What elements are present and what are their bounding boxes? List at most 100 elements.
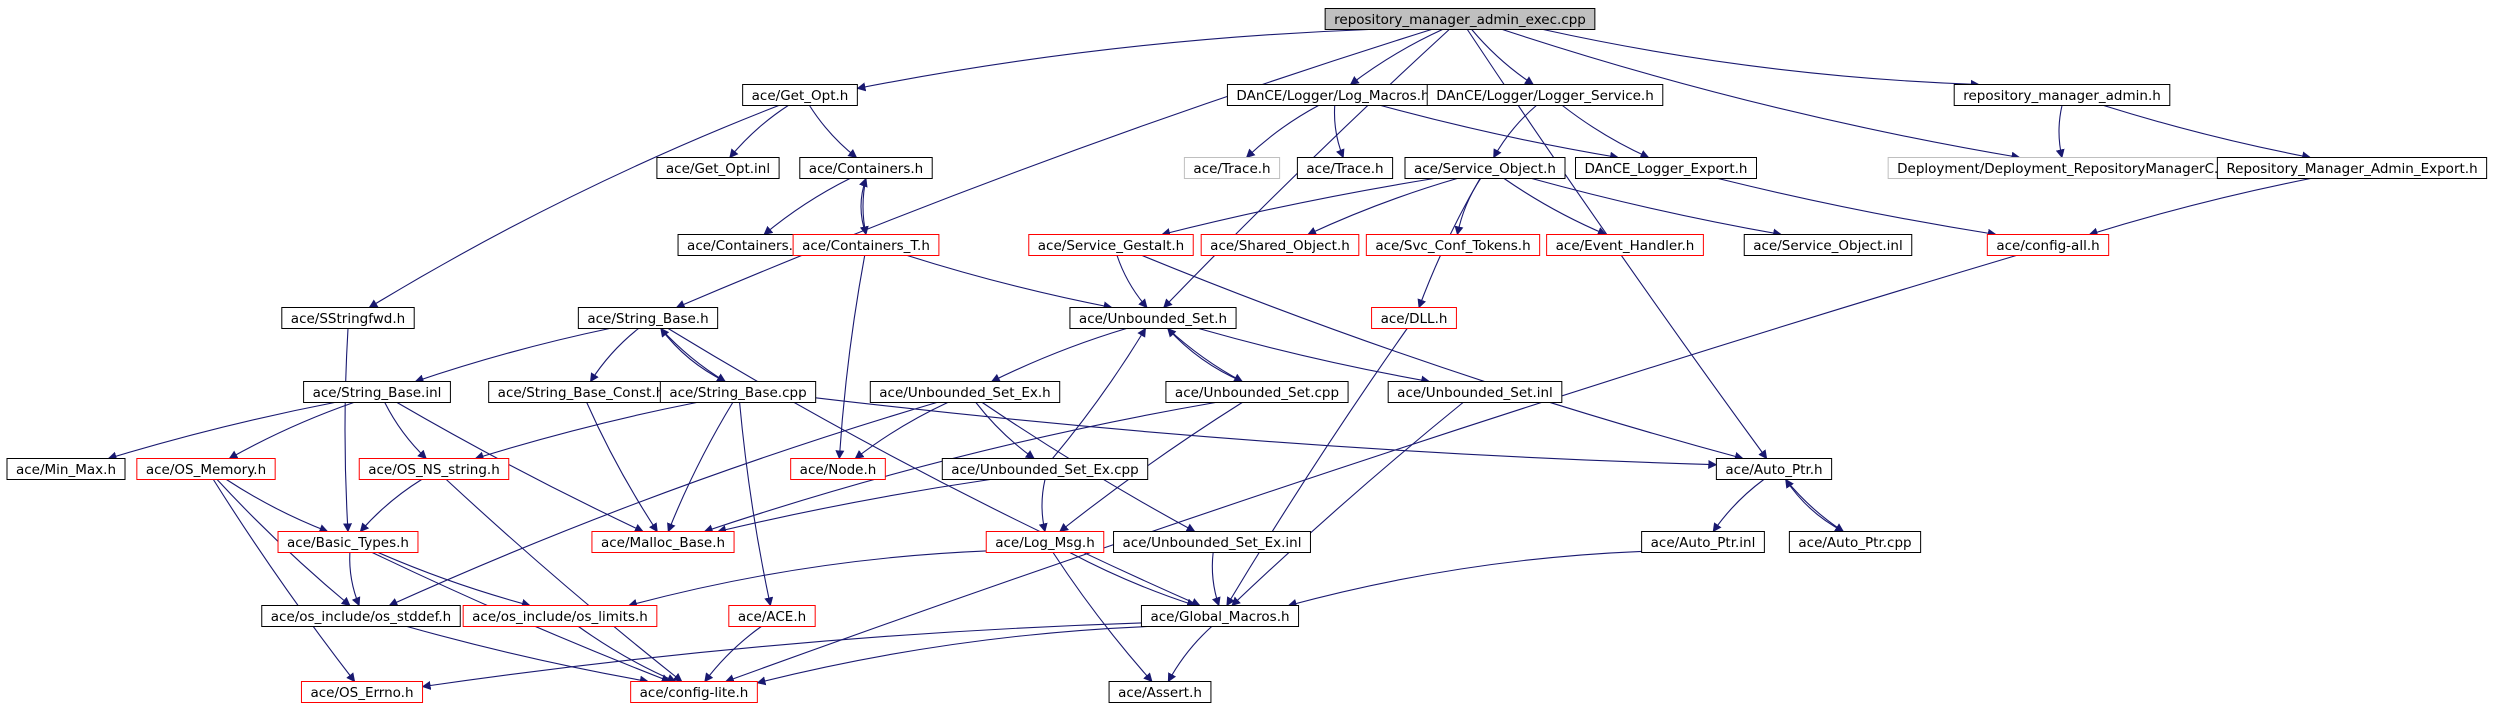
dependency-edge: [107, 401, 335, 461]
node-label: Repository_Manager_Admin_Export.h: [2226, 161, 2477, 177]
node-label: ace/Auto_Ptr.cpp: [1798, 535, 1911, 551]
graph-node-containers-inl[interactable]: ace/Containers.inl: [677, 234, 819, 256]
node-box: [577, 307, 719, 329]
graph-node-mallocbase-h[interactable]: ace/Malloc_Base.h: [591, 531, 735, 553]
graph-node-node-h[interactable]: ace/Node.h: [790, 458, 886, 480]
graph-node-logmsg-h[interactable]: ace/Log_Msg.h: [985, 531, 1105, 553]
graph-node-sharedobject-h[interactable]: ace/Shared_Object.h: [1200, 234, 1360, 256]
graph-node-dll-h[interactable]: ace/DLL.h: [1371, 307, 1457, 329]
graph-node-configall-h[interactable]: ace/config-all.h: [1986, 234, 2110, 256]
node-box: [1743, 234, 1913, 256]
dependency-edge: [703, 401, 1216, 534]
dependency-edge: [1503, 178, 1607, 236]
graph-node-autoptr-inl[interactable]: ace/Auto_Ptr.inl: [1641, 531, 1765, 553]
graph-node-unboundedset-cpp[interactable]: ace/Unbounded_Set.cpp: [1165, 381, 1349, 403]
dependency-edge: [1712, 479, 1765, 533]
dependency-edge: [856, 28, 1369, 92]
dependency-edge: [359, 479, 422, 533]
graph-node-unboundedsetex-h[interactable]: ace/Unbounded_Set_Ex.h: [869, 381, 1061, 403]
graph-node-loggerexport-h[interactable]: DAnCE_Logger_Export.h: [1575, 157, 1757, 179]
graph-node-stringbase-h[interactable]: ace/String_Base.h: [577, 307, 719, 329]
graph-node-rma-h[interactable]: repository_manager_admin.h: [1953, 84, 2171, 106]
dependency-edge: [590, 328, 639, 383]
graph-node-stringbase-inl[interactable]: ace/String_Base.inl: [303, 381, 451, 403]
dependency-edge: [1349, 28, 1443, 86]
node-box: [1575, 157, 1757, 179]
graph-node-assert-h[interactable]: ace/Assert.h: [1108, 681, 1212, 703]
node-box: [1165, 381, 1349, 403]
graph-node-logmacros-h[interactable]: DAnCE/Logger/Log_Macros.h: [1226, 84, 1440, 106]
dependency-edge: [763, 178, 851, 236]
node-box: [1183, 157, 1281, 179]
graph-node-minmax-h[interactable]: ace/Min_Max.h: [6, 458, 126, 480]
graph-node-trace-gray[interactable]: ace/Trace.h: [1183, 157, 1281, 179]
dependency-edge: [1198, 327, 1431, 385]
graph-node-serviceobject-inl[interactable]: ace/Service_Object.inl: [1743, 234, 1913, 256]
dependency-edge: [1052, 327, 1146, 459]
node-box: [790, 458, 886, 480]
dependency-edge: [1211, 552, 1221, 607]
graph-node-getopt-inl[interactable]: ace/Get_Opt.inl: [656, 157, 780, 179]
graph-node-stringbaseconst-h[interactable]: ace/String_Base_Const.h: [488, 381, 674, 403]
graph-node-oslimits-h[interactable]: ace/os_include/os_limits.h: [462, 605, 658, 627]
graph-node-containers-t[interactable]: ace/Containers_T.h: [792, 234, 940, 256]
graph-node-osnsstring-h[interactable]: ace/OS_NS_string.h: [358, 458, 510, 480]
graph-node-eventhandler-h[interactable]: ace/Event_Handler.h: [1546, 234, 1704, 256]
graph-node-basictypes-h[interactable]: ace/Basic_Types.h: [277, 531, 419, 553]
graph-node-servicegestalt-h[interactable]: ace/Service_Gestalt.h: [1028, 234, 1194, 256]
graph-node-svcconf-h[interactable]: ace/Svc_Conf_Tokens.h: [1365, 234, 1541, 256]
node-label: ace/Unbounded_Set.h: [1079, 311, 1227, 327]
graph-node-autoptr-h[interactable]: ace/Auto_Ptr.h: [1715, 458, 1833, 480]
node-box: [1715, 458, 1833, 480]
dependency-edge: [667, 328, 1201, 607]
node-label: ace/Node.h: [800, 462, 877, 478]
node-label: ace/Unbounded_Set_Ex.h: [879, 385, 1050, 401]
dependency-edge: [414, 327, 610, 384]
dependency-edge: [1069, 552, 1197, 608]
graph-node-deployment-h[interactable]: Deployment/Deployment_RepositoryManagerC…: [1887, 157, 2237, 179]
dependency-edge: [756, 625, 1148, 686]
graph-node-autoptr-cpp[interactable]: ace/Auto_Ptr.cpp: [1788, 531, 1922, 553]
node-box: [1546, 234, 1704, 256]
node-box: [1986, 234, 2110, 256]
graph-node-osmemory-h[interactable]: ace/OS_Memory.h: [136, 458, 276, 480]
graph-node-root[interactable]: repository_manager_admin_exec.cpp: [1324, 8, 1596, 30]
dependency-edge: [1141, 254, 1744, 461]
dependency-edge: [717, 478, 991, 535]
graph-node-unboundedsetex-cpp[interactable]: ace/Unbounded_Set_Ex.cpp: [941, 458, 1149, 480]
graph-node-osstddef-h[interactable]: ace/os_include/os_stddef.h: [261, 605, 461, 627]
node-label: ace/Service_Object.h: [1414, 161, 1556, 177]
dependency-edge: [660, 327, 726, 382]
graph-node-rmaexport-h[interactable]: Repository_Manager_Admin_Export.h: [2216, 157, 2488, 179]
graph-node-oserrno-h[interactable]: ace/OS_Errno.h: [300, 681, 424, 703]
graph-node-ace-h[interactable]: ace/ACE.h: [728, 605, 816, 627]
graph-node-globalmacros-h[interactable]: ace/Global_Macros.h: [1140, 605, 1300, 627]
dependency-edge: [809, 105, 858, 159]
graph-node-stringbase-cpp[interactable]: ace/String_Base.cpp: [659, 381, 817, 403]
dependency-edge: [226, 479, 329, 533]
node-box: [462, 605, 658, 627]
graph-node-containers-h[interactable]: ace/Containers.h: [799, 157, 933, 179]
node-box: [1113, 531, 1311, 553]
graph-node-configlite-h[interactable]: ace/config-lite.h: [630, 681, 758, 703]
node-box: [1296, 157, 1394, 179]
node-box: [659, 381, 817, 403]
graph-node-trace-h[interactable]: ace/Trace.h: [1296, 157, 1394, 179]
node-box: [591, 531, 735, 553]
dependency-edge: [1543, 28, 1980, 89]
node-box: [941, 458, 1149, 480]
node-label: ace/Assert.h: [1118, 685, 1202, 701]
dependency-edge: [835, 255, 866, 460]
graph-node-serviceobject-h[interactable]: ace/Service_Object.h: [1404, 157, 1566, 179]
graph-node-unboundedset-inl[interactable]: ace/Unbounded_Set.inl: [1387, 381, 1563, 403]
node-label: ace/Svc_Conf_Tokens.h: [1375, 238, 1530, 254]
graph-node-unboundedsetex-inl[interactable]: ace/Unbounded_Set_Ex.inl: [1113, 531, 1311, 553]
node-label: ace/String_Base.cpp: [669, 385, 806, 401]
graph-node-getopt-h[interactable]: ace/Get_Opt.h: [742, 84, 858, 106]
dependency-edge: [406, 625, 649, 685]
graph-node-unboundedset-h[interactable]: ace/Unbounded_Set.h: [1069, 307, 1237, 329]
graph-node-sstringfwd-h[interactable]: ace/SStringfwd.h: [281, 307, 415, 329]
graph-node-loggerservice-h[interactable]: DAnCE/Logger/Logger_Service.h: [1426, 84, 1664, 106]
dependency-edge: [1454, 178, 1482, 236]
dependency-edge: [388, 401, 937, 607]
